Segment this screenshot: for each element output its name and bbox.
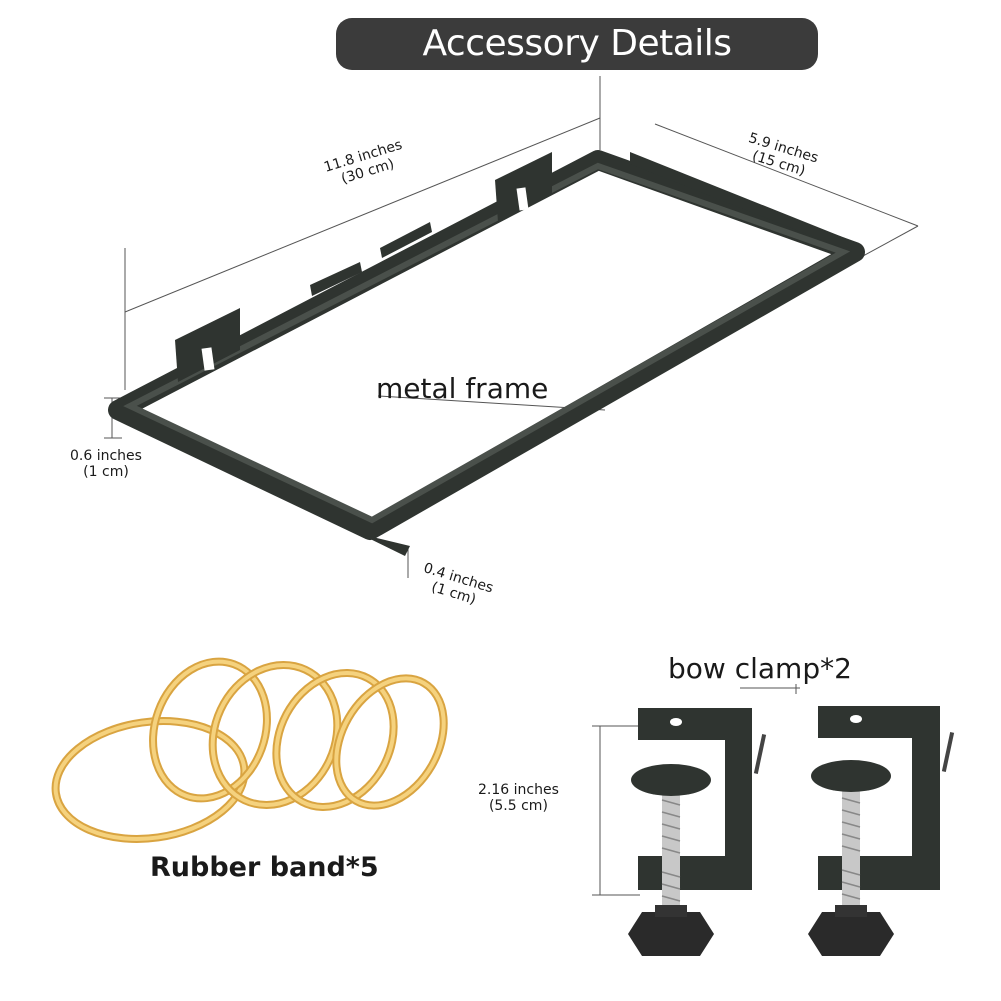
rubber-band-label: Rubber band*5 — [150, 852, 379, 883]
metal-frame-label: metal frame — [376, 372, 549, 405]
clamp-height-label: 2.16 inches (5.5 cm) — [478, 782, 559, 814]
clamp-dimension-line — [592, 684, 800, 896]
metal-frame — [108, 150, 865, 556]
bow-clamp-left — [628, 708, 767, 956]
bow-clamp-right — [808, 706, 955, 956]
rubber-bands — [51, 657, 448, 843]
frame-height-label: 0.6 inches (1 cm) — [70, 448, 142, 480]
title-banner: Accessory Details — [336, 18, 818, 70]
bow-clamp-label: bow clamp*2 — [668, 652, 852, 685]
